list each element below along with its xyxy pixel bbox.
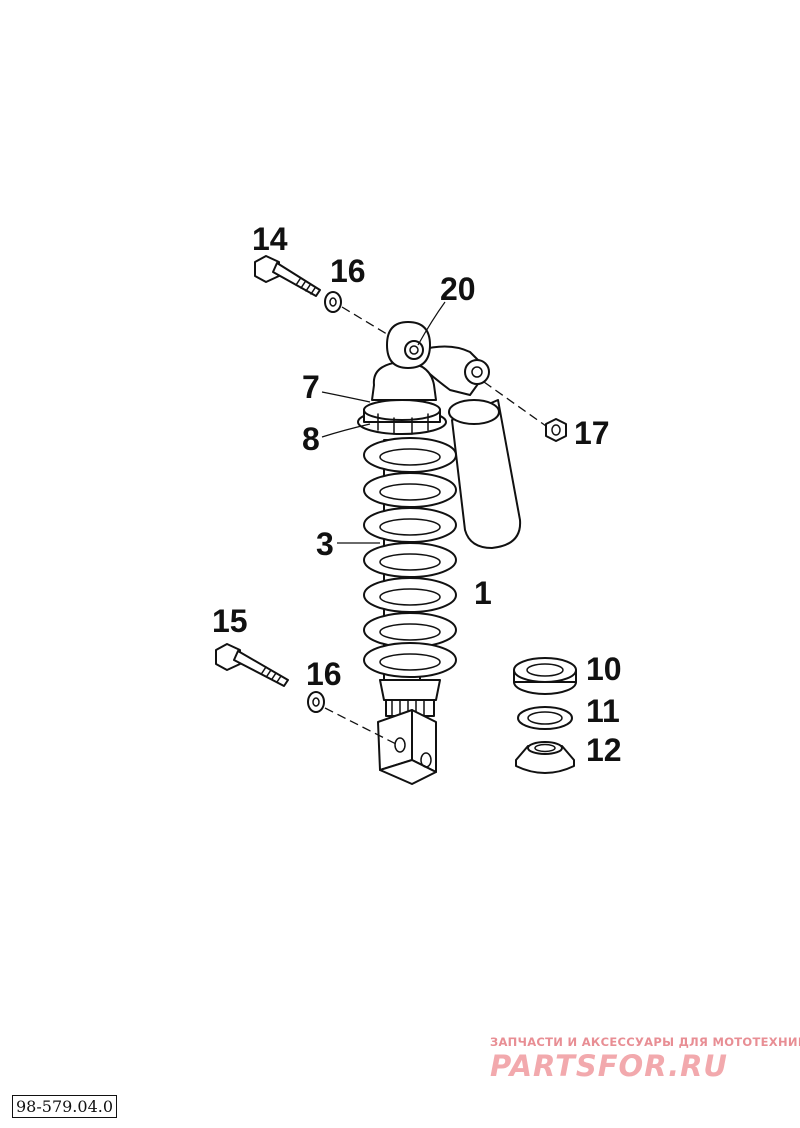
seat-12 (515, 741, 575, 774)
bottom-clevis (377, 709, 437, 785)
watermark-subtitle: ЗАПЧАСТИ И АКСЕССУАРЫ ДЛЯ МОТОТЕХНИКИ (490, 1035, 800, 1049)
leader-20 (417, 301, 446, 346)
callout-8: 8 (302, 421, 320, 457)
callout-16-bottom: 16 (306, 656, 342, 692)
nut-17 (545, 418, 567, 442)
callout-11: 11 (586, 693, 620, 729)
watermark-brand: PARTSFOR.RU (490, 1049, 728, 1083)
leader-7 (321, 391, 371, 403)
spring-3 (363, 437, 457, 681)
washer-16-bottom (307, 691, 325, 713)
callout-1: 1 (474, 575, 492, 611)
top-eye (371, 321, 437, 401)
reservoir (419, 345, 522, 549)
callout-3: 3 (316, 526, 334, 562)
assembly-line-right (483, 381, 547, 427)
callout-12: 12 (586, 732, 622, 768)
ring-10 (513, 657, 577, 695)
watermark: ЗАПЧАСТИ И АКСЕССУАРЫ ДЛЯ МОТОТЕХНИКИ PA… (490, 1035, 800, 1083)
lower-body (379, 679, 441, 717)
drawing-reference-code: 98-579.04.0 (12, 1095, 118, 1118)
leader-8 (321, 423, 371, 438)
callout-15: 15 (212, 603, 248, 639)
washer-16-top (324, 291, 342, 313)
bolt-14 (254, 255, 321, 297)
callout-20: 20 (440, 271, 476, 307)
callout-16-top: 16 (330, 253, 366, 289)
callout-7: 7 (302, 369, 320, 405)
adjuster-ring (357, 399, 447, 435)
bolt-15 (215, 643, 289, 687)
callout-17: 17 (574, 415, 610, 451)
shim-11 (517, 706, 573, 730)
callout-10: 10 (586, 651, 622, 687)
callout-14: 14 (252, 221, 288, 257)
